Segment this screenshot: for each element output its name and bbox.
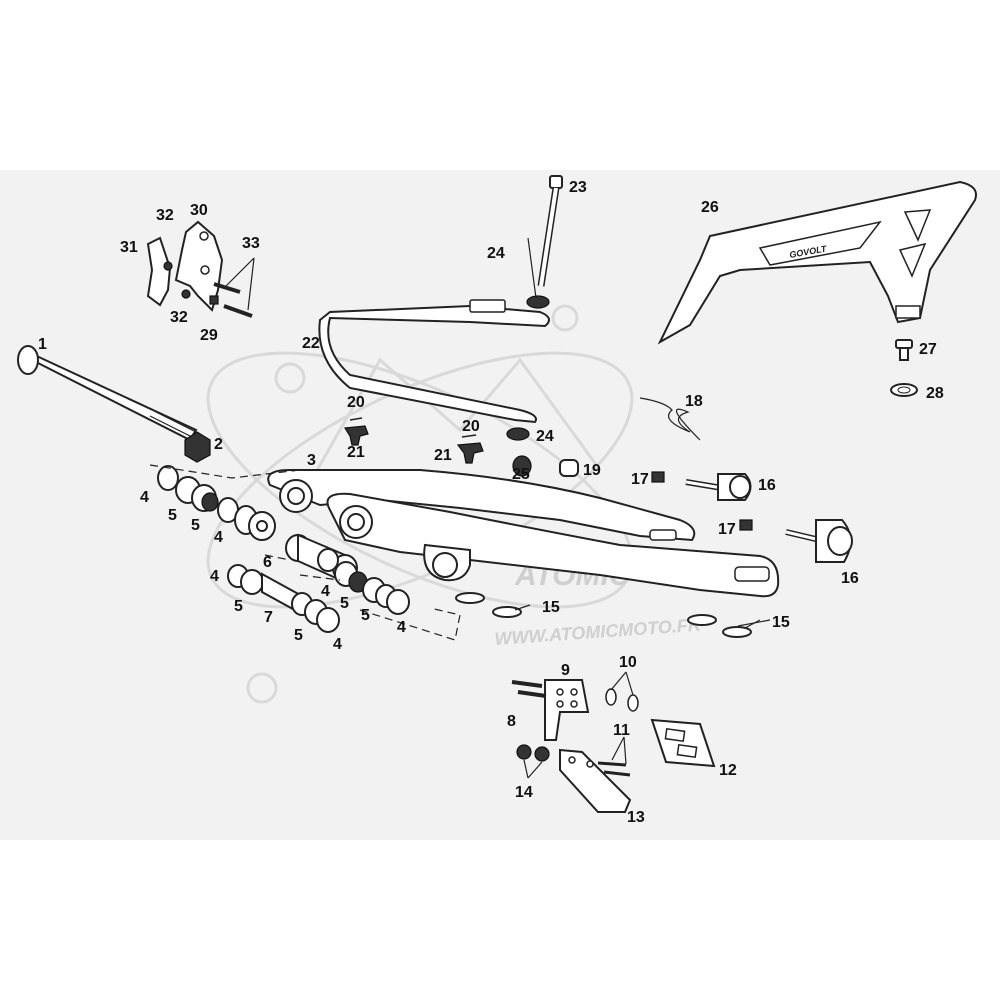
callout-21b: 21 (434, 447, 452, 464)
callout-24b: 24 (536, 428, 554, 445)
part-11-screws (597, 761, 631, 777)
callout-17b: 17 (718, 521, 736, 538)
callout-21a: 21 (347, 444, 365, 461)
part-3-swingarm (267, 469, 780, 598)
callout-5b: 5 (191, 517, 200, 534)
callout-15a: 15 (542, 599, 560, 616)
callout-8: 8 (507, 713, 516, 730)
callout-29: 29 (200, 327, 218, 344)
part-12-guide-plate (650, 718, 716, 768)
callout-14: 14 (515, 784, 533, 801)
part-19-bush (559, 459, 579, 477)
part-17-nut-lower (739, 519, 753, 531)
part-16-chain-adjuster-upper (685, 473, 752, 501)
callout-13: 13 (627, 809, 645, 826)
bearing-group-upper (149, 464, 301, 541)
callout-18: 18 (685, 393, 703, 410)
part-13-chain-guide (559, 748, 632, 813)
callout-5e: 5 (340, 595, 349, 612)
callout-19: 19 (583, 462, 601, 479)
part-8-bolts (511, 680, 547, 698)
part-32-nut-upper (163, 261, 173, 271)
callout-2: 2 (214, 436, 223, 453)
callout-32a: 32 (156, 207, 174, 224)
callout-25: 25 (512, 466, 530, 483)
callout-5a: 5 (168, 507, 177, 524)
callout-6: 6 (263, 554, 272, 571)
callout-10: 10 (619, 654, 637, 671)
part-33-screws (213, 282, 253, 318)
part-29-spacer (209, 295, 219, 305)
callout-16a: 16 (758, 477, 776, 494)
callout-4f: 4 (397, 619, 406, 636)
callout-5d: 5 (294, 627, 303, 644)
watermark-mountain (298, 357, 602, 501)
part-24-washer-lower (506, 427, 530, 441)
callout-28: 28 (926, 385, 944, 402)
callout-20a: 20 (347, 394, 365, 411)
callout-5c: 5 (234, 598, 243, 615)
callout-4d: 4 (321, 583, 330, 600)
part-15-pads (455, 592, 761, 638)
part-9-chain-guide-bracket (544, 679, 590, 741)
callout-17a: 17 (631, 471, 649, 488)
part-20-21-fasteners-left (343, 417, 369, 446)
part-20-21-fasteners-right (456, 434, 484, 464)
part-24-washer-upper (526, 295, 550, 309)
callout-1: 1 (38, 336, 47, 353)
callout-24a: 24 (487, 245, 505, 262)
callout-9: 9 (561, 662, 570, 679)
callout-30: 30 (190, 202, 208, 219)
callout-23: 23 (569, 179, 587, 196)
part-14-nuts (516, 744, 550, 762)
callout-26: 26 (701, 199, 719, 216)
part-30-bracket (174, 220, 224, 312)
part-16-chain-adjuster-lower (785, 519, 853, 563)
part-18-spring-clip (639, 397, 701, 441)
callout-33: 33 (242, 235, 260, 252)
callout-11: 11 (613, 722, 630, 739)
part-23-long-bolt (537, 175, 563, 287)
bearing-group-lower (227, 548, 461, 641)
callout-3: 3 (307, 452, 316, 469)
leader-lines (223, 237, 771, 779)
part-26-chain-guard: GOVOLT (657, 180, 977, 345)
part-31-plate (146, 236, 172, 307)
callout-12: 12 (719, 762, 737, 779)
callout-16b: 16 (841, 570, 859, 587)
part-27-bolt (895, 339, 913, 361)
callout-27: 27 (919, 341, 937, 358)
callout-5f: 5 (361, 607, 370, 624)
callout-4a: 4 (140, 489, 149, 506)
callout-31: 31 (120, 239, 138, 256)
callout-22: 22 (302, 335, 320, 352)
callout-15b: 15 (772, 614, 790, 631)
part-17-nut-upper (651, 471, 665, 483)
callout-32b: 32 (170, 309, 188, 326)
part-25-nut (512, 455, 532, 477)
callout-labels: 1 2 3 4 4 4 4 4 4 5 5 5 5 5 5 6 7 8 9 10… (38, 179, 944, 826)
callout-4e: 4 (333, 636, 342, 653)
callout-4c: 4 (210, 568, 219, 585)
callout-20b: 20 (462, 418, 480, 435)
callout-4b: 4 (214, 529, 223, 546)
callout-7: 7 (264, 609, 273, 626)
part-2-spindle-nut (184, 431, 211, 463)
part-22-chain-slider (318, 299, 550, 424)
part-32-nut-lower (181, 289, 191, 299)
